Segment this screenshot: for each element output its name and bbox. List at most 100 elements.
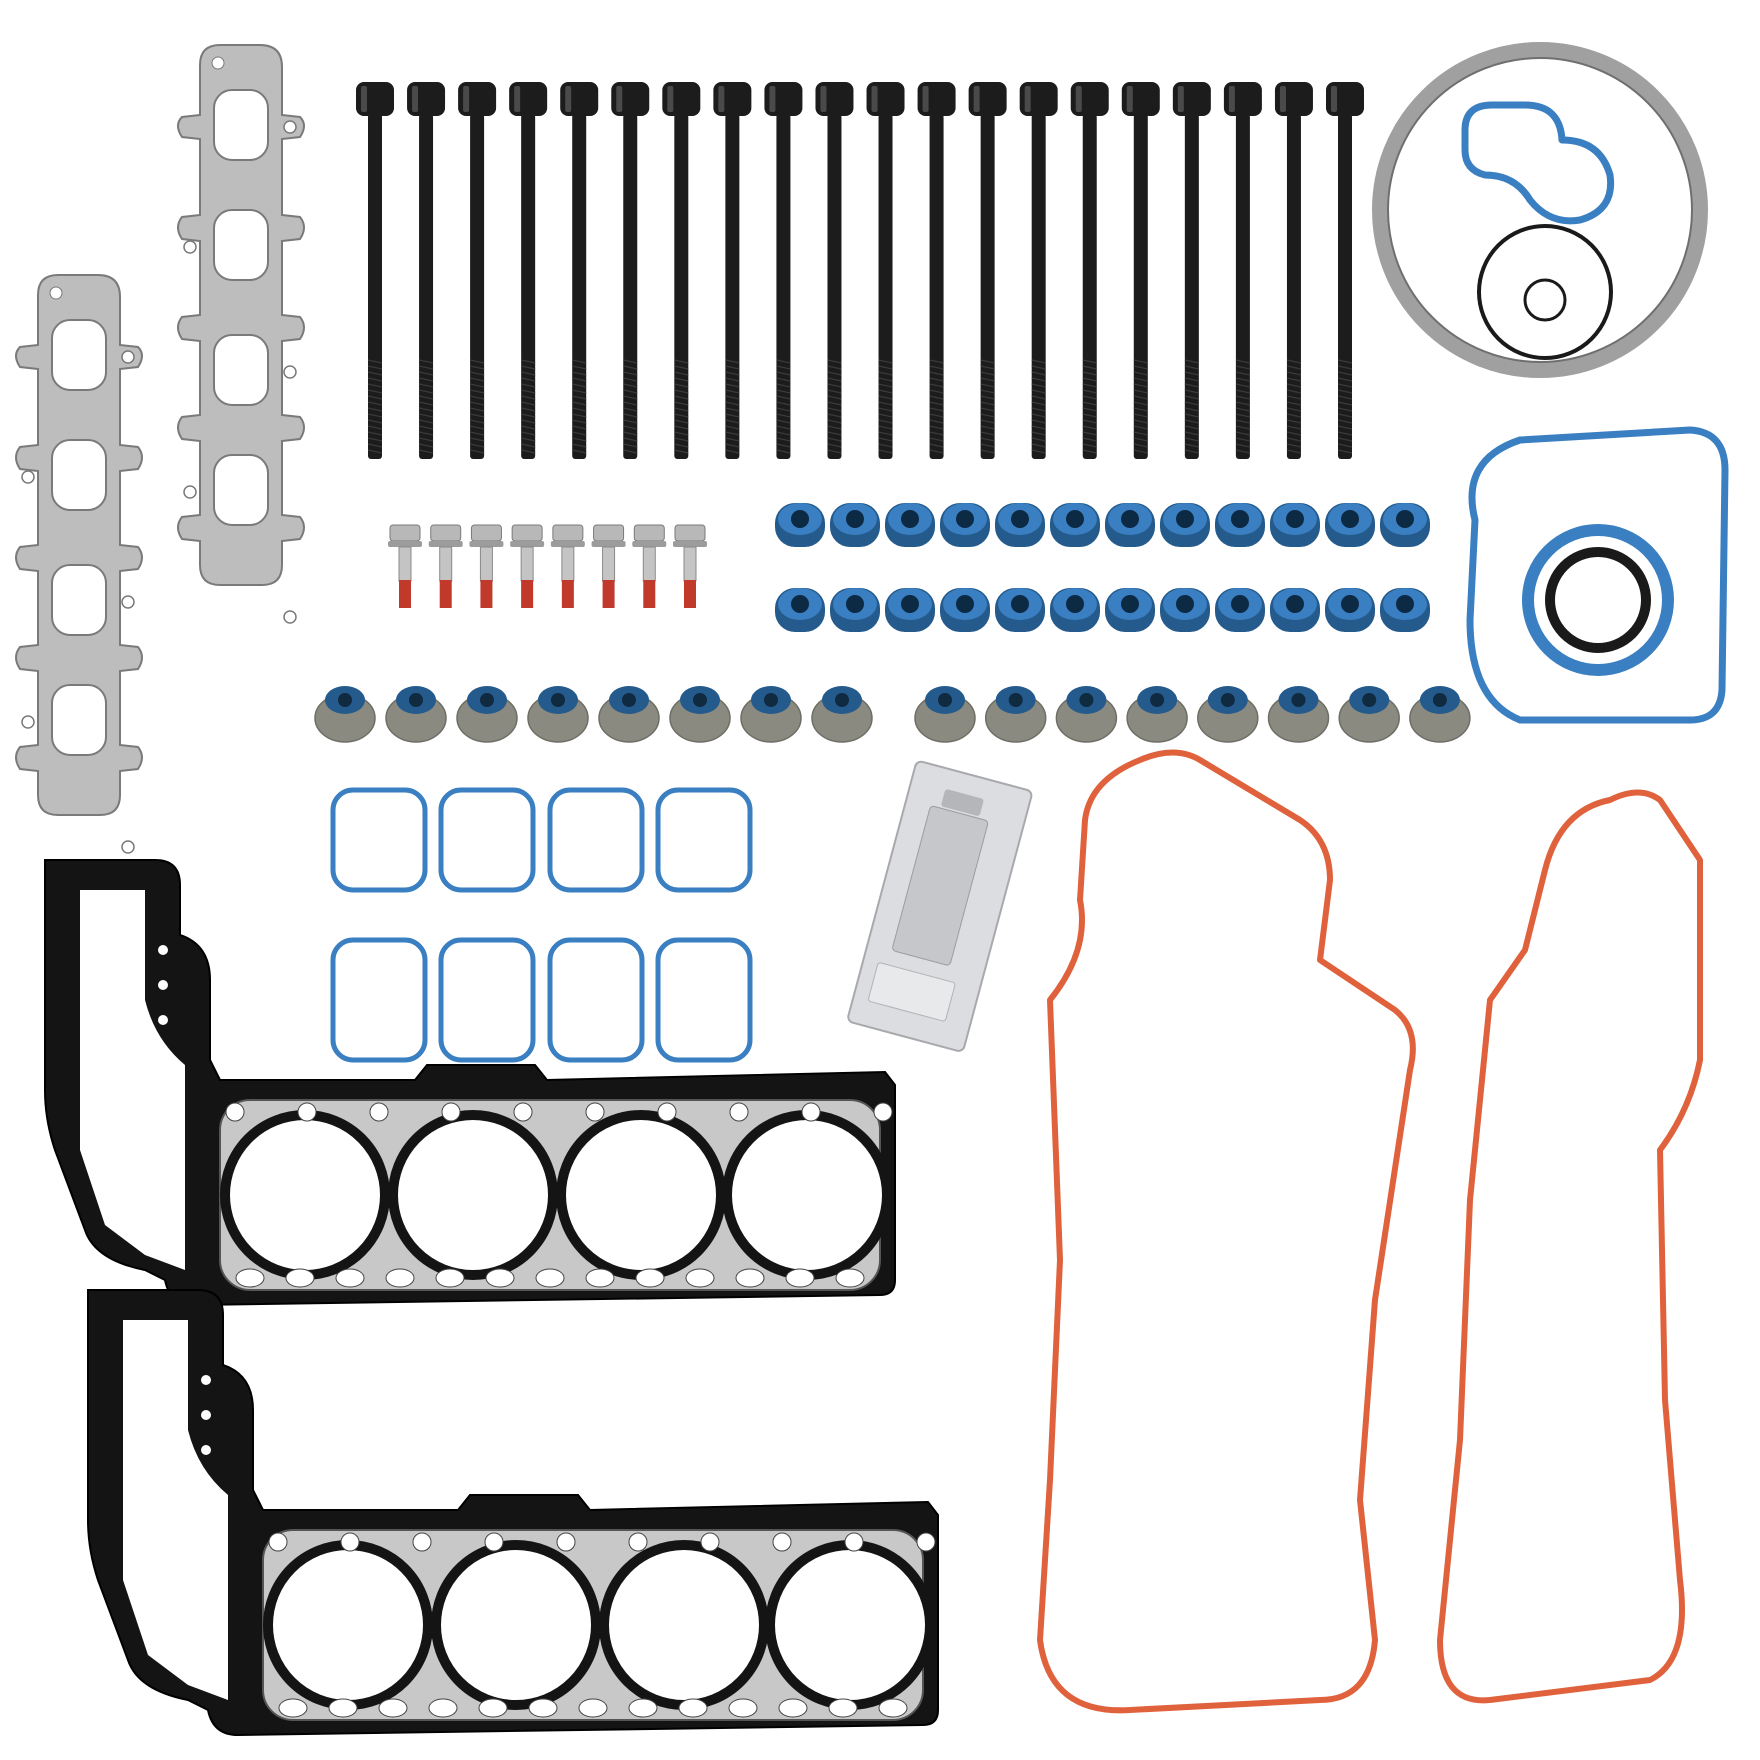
bolt-thread <box>878 413 893 418</box>
bolt-thread <box>521 443 536 448</box>
bolt-thread <box>418 449 434 454</box>
blue-seal-11 <box>1325 503 1375 547</box>
short-bolt-head <box>552 524 584 542</box>
bolt-thread <box>980 431 995 436</box>
bolt-thread <box>1184 449 1199 454</box>
bolt-thread <box>521 359 536 364</box>
bolt-hole-4 <box>121 840 135 854</box>
bolt-hole-1 <box>21 470 35 484</box>
bolt-thread <box>623 413 638 418</box>
bolt-thread <box>1337 419 1353 424</box>
bolt-thread <box>1235 437 1251 442</box>
short-bolt-shank <box>683 546 697 582</box>
bolt-thread <box>1337 413 1353 418</box>
bolt-thread <box>878 437 893 442</box>
blue-seal-7 <box>1105 503 1155 547</box>
bolt-thread <box>980 401 995 406</box>
seal-hole <box>901 595 919 613</box>
head-bolt-hole-3 <box>412 1532 432 1552</box>
blue-seal-6 <box>1050 503 1100 547</box>
bolt-thread <box>367 431 383 436</box>
bolt-thread <box>367 359 383 364</box>
bolt-thread <box>674 401 689 406</box>
bolt-thread <box>623 419 638 424</box>
bolt-thread <box>521 365 536 370</box>
bolt-thread <box>469 365 485 370</box>
bolt-thread <box>1286 425 1302 430</box>
bolt-thread <box>572 419 587 424</box>
bolt-thread <box>1184 431 1199 436</box>
bolt-thread <box>1286 371 1302 376</box>
head-bolt-hole-3 <box>369 1102 389 1122</box>
grey-seal-14 <box>1267 686 1330 743</box>
bolt-thread <box>827 413 842 418</box>
head-bolt-hole-7 <box>657 1102 677 1122</box>
bolt-thread <box>1031 449 1046 454</box>
bolt-thread <box>776 359 791 364</box>
bolt-thread <box>418 395 434 400</box>
coolant-port-8 <box>628 1698 658 1718</box>
short-bolt-head <box>470 524 502 542</box>
coolant-port-12 <box>828 1698 858 1718</box>
bolt-thread <box>1337 407 1353 412</box>
short-bolt-4 <box>510 524 545 608</box>
coolant-port-1 <box>235 1268 265 1288</box>
bolt-thread <box>469 413 485 418</box>
bolt-thread <box>1082 449 1097 454</box>
grey-seal-3 <box>456 686 518 743</box>
short-bolt-shank <box>398 546 412 582</box>
intake-gasket-1 <box>330 787 428 893</box>
packet-label <box>868 962 956 1022</box>
bolt-thread <box>1286 395 1302 400</box>
bolt-thread <box>827 395 842 400</box>
bolt-thread <box>827 371 842 376</box>
bolt-thread <box>367 419 383 424</box>
bolt-thread <box>1286 443 1302 448</box>
bolt-thread <box>1235 389 1251 394</box>
grey-seal-12 <box>1126 686 1188 743</box>
bolt-head-highlight <box>667 86 674 112</box>
seal-hole <box>1066 510 1084 528</box>
bolt-thread <box>980 407 995 412</box>
grey-seal-hole <box>1220 693 1235 707</box>
bolt-thread <box>572 359 587 364</box>
head-bolt-9 <box>764 82 803 459</box>
bolt-thread <box>776 377 791 382</box>
bolt-shank <box>1082 114 1097 459</box>
bolt-thread <box>1235 401 1251 406</box>
oil-hole-1 <box>158 945 168 955</box>
oil-hole-1 <box>201 1375 211 1385</box>
blue-seal-9 <box>1215 503 1265 547</box>
bolt-thread <box>521 389 536 394</box>
round-cover-ring-edge <box>1387 57 1693 363</box>
head-bolt-19 <box>1274 82 1313 459</box>
bolt-thread <box>1286 401 1302 406</box>
intake-gasket-7 <box>547 937 645 1063</box>
grey-valve-seals <box>314 686 1471 743</box>
bolt-thread <box>827 407 842 412</box>
bolt-thread <box>776 413 791 418</box>
bolt-shank <box>419 114 434 459</box>
grey-seal-hole <box>835 693 849 707</box>
bolt-thread <box>929 359 944 364</box>
bolt-thread <box>725 359 740 364</box>
bolt-head-highlight <box>463 86 470 112</box>
exhaust-port-0 <box>213 89 269 161</box>
bolt-thread <box>1337 401 1353 406</box>
bolt-thread <box>827 419 842 424</box>
intake-gasket-6 <box>438 937 536 1063</box>
grey-seal-hole <box>1291 693 1306 707</box>
bolt-thread <box>1082 395 1097 400</box>
bolt-hole-2 <box>283 365 297 379</box>
head-bolt-16 <box>1121 82 1160 459</box>
round-cover-ring <box>1372 42 1708 378</box>
bolt-thread <box>1184 359 1199 364</box>
grey-seal-13 <box>1197 686 1259 743</box>
bolt-hole-3 <box>183 485 197 499</box>
bolt-thread <box>725 377 740 382</box>
short-bolt-threadlock <box>684 580 696 608</box>
bolt-thread <box>1286 359 1302 364</box>
bolt-thread <box>878 377 893 382</box>
head-bolt-hole-9 <box>844 1532 864 1552</box>
bolt-thread <box>623 383 638 388</box>
